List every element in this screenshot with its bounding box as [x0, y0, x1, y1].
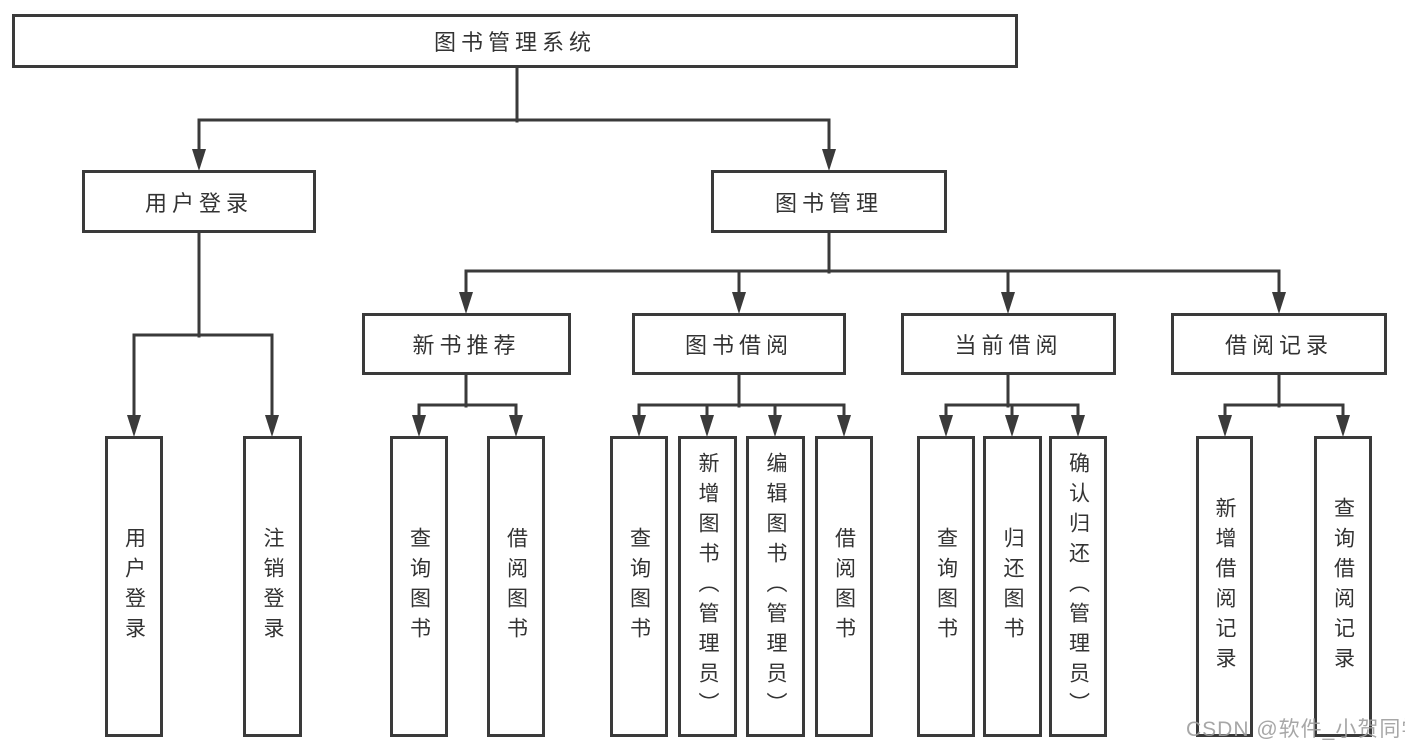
arrowhead-icon [632, 415, 646, 437]
arrowhead-icon [1336, 415, 1350, 437]
leaf-borrow-query-books: 查询图书 [610, 436, 668, 737]
leaf-current-return-books: 归还图书 [983, 436, 1042, 737]
arrowhead-icon [192, 149, 206, 171]
connector-book-borrow-to-leaves [637, 373, 846, 418]
arrowhead-icon [1272, 292, 1286, 314]
arrowhead-icon [1218, 415, 1232, 437]
arrowhead-icon [732, 292, 746, 314]
leaf-current-confirm-return-admin: 确认归还（管理员） [1049, 436, 1107, 737]
arrowhead-icon [509, 415, 523, 437]
csdn-watermark: CSDN @软件_小贺同学 [1186, 718, 1405, 741]
node-book-management: 图书管理 [711, 170, 947, 233]
node-book-borrow: 图书借阅 [632, 313, 846, 375]
arrowhead-icon [127, 415, 141, 437]
connector-book-management-to-level3 [464, 231, 1281, 295]
arrowhead-icon [939, 415, 953, 437]
arrowhead-icon [459, 292, 473, 314]
connector-user-login-to-leaves [132, 231, 274, 418]
node-borrow-records: 借阅记录 [1171, 313, 1387, 375]
leaf-recommend-query-books: 查询图书 [390, 436, 448, 737]
leaf-current-query-books: 查询图书 [917, 436, 975, 737]
node-root-library-system: 图书管理系统 [12, 14, 1018, 68]
arrowhead-icon [837, 415, 851, 437]
leaf-borrow-add-books-admin: 新增图书（管理员） [678, 436, 737, 737]
connector-current-borrow-to-leaves [944, 373, 1080, 418]
arrowhead-icon [1071, 415, 1085, 437]
connector-root-to-level2 [197, 66, 831, 152]
arrowhead-icon [1001, 292, 1015, 314]
leaf-user-login: 用户登录 [105, 436, 163, 737]
leaf-borrow-borrow-books: 借阅图书 [815, 436, 873, 737]
arrowhead-icon [700, 415, 714, 437]
connector-borrow-records-to-leaves [1223, 373, 1345, 418]
leaf-logout: 注销登录 [243, 436, 302, 737]
node-new-book-recommend: 新书推荐 [362, 313, 571, 375]
arrowhead-icon [822, 149, 836, 171]
arrowhead-icon [412, 415, 426, 437]
arrowheads [127, 149, 1350, 437]
arrowhead-icon [768, 415, 782, 437]
connector-new-book-to-leaves [417, 373, 518, 418]
arrowhead-icon [265, 415, 279, 437]
arrowhead-icon [1005, 415, 1019, 437]
leaf-recommend-borrow-books: 借阅图书 [487, 436, 545, 737]
leaf-records-query-record: 查询借阅记录 [1314, 436, 1372, 737]
leaf-borrow-edit-books-admin: 编辑图书（管理员） [746, 436, 805, 737]
node-current-borrow: 当前借阅 [901, 313, 1116, 375]
node-user-login: 用户登录 [82, 170, 316, 233]
leaf-records-add-record: 新增借阅记录 [1196, 436, 1253, 737]
